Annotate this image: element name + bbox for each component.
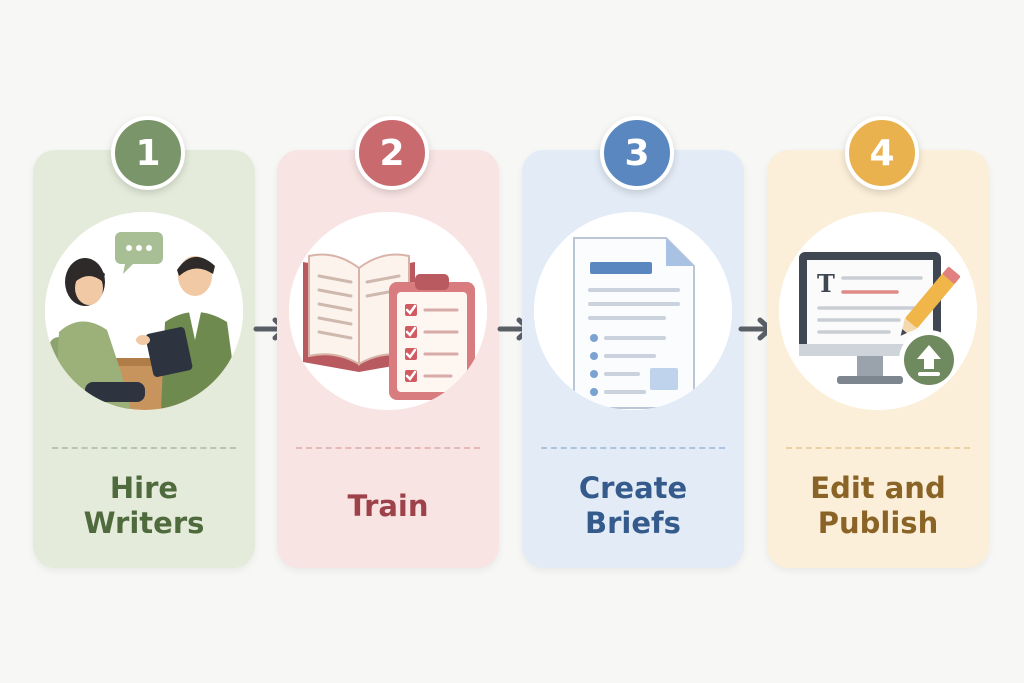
interview-icon — [45, 212, 243, 410]
step-divider-2 — [296, 447, 480, 449]
edit-publish-monitor-icon: T — [779, 212, 977, 410]
step-number-badge-3: 3 — [600, 116, 674, 190]
step-number-badge-4: 4 — [845, 116, 919, 190]
step-label-line: Create — [578, 471, 688, 505]
step-label-line: Edit and — [810, 471, 946, 505]
step-label-line: Hire — [109, 471, 179, 505]
step-label-line: Train — [347, 488, 429, 523]
step-divider-1 — [52, 447, 236, 449]
brief-document-icon — [534, 212, 732, 410]
step-label-line: Briefs — [585, 506, 681, 540]
step-label-2: Train — [277, 462, 499, 550]
step-number-badge-1: 1 — [111, 116, 185, 190]
step-divider-4 — [786, 447, 970, 449]
step-number-badge-2: 2 — [355, 116, 429, 190]
step-label-line: Publish — [817, 506, 939, 540]
svg-text:T: T — [817, 269, 835, 298]
step-label-line: Writers — [83, 506, 205, 540]
training-book-checklist-icon — [289, 212, 487, 410]
step-divider-3 — [541, 447, 725, 449]
